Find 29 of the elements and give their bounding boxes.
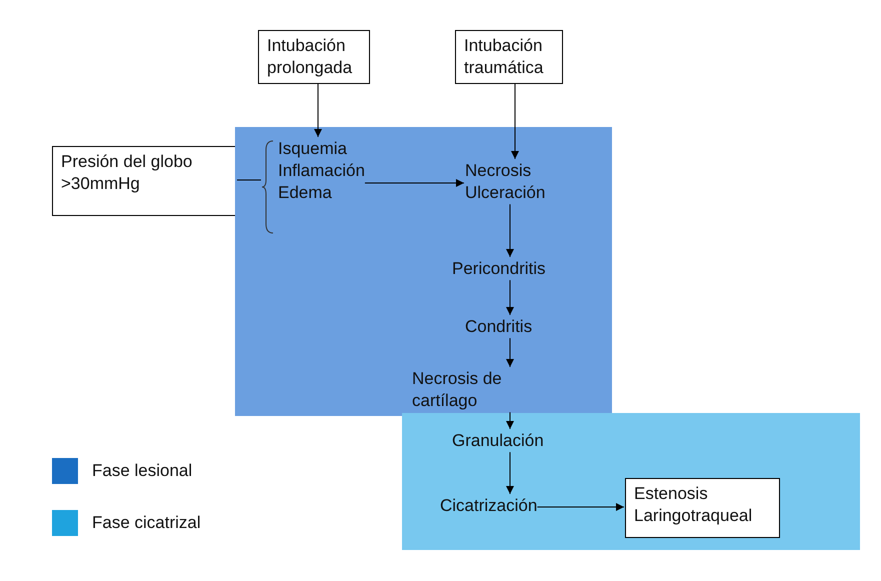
- brace-text: [262, 138, 365, 234]
- node-text: Pericondritis: [452, 258, 546, 280]
- arrow: [506, 412, 514, 430]
- node-text: Condritis: [465, 316, 532, 338]
- arrow: [506, 452, 514, 494]
- legend-text: Fase cicatrizal: [92, 512, 201, 534]
- node-text: Intubación prolongada: [267, 35, 354, 80]
- node-text: Estenosis Laringotraqueal: [634, 483, 754, 528]
- node-text: Presión del globo >30mmHg: [61, 151, 194, 196]
- arrow: [506, 338, 514, 368]
- legend-text: Fase lesional: [92, 460, 192, 482]
- cause-box: [258, 30, 370, 84]
- arrow: [536, 503, 624, 511]
- phase-region: [402, 413, 860, 550]
- node-text: Granulación: [452, 430, 544, 452]
- arrow: [314, 84, 322, 138]
- arrow: [364, 179, 464, 187]
- node-text: Necrosis de cartílago: [412, 368, 503, 412]
- outcome-box: [625, 478, 780, 538]
- phase-region: [235, 127, 612, 416]
- node-text: Intubación traumática: [464, 35, 544, 80]
- node-text: Isquemia Inflamación Edema: [278, 138, 365, 204]
- cause-box: [52, 146, 237, 216]
- arrow: [506, 280, 514, 316]
- cause-box: [455, 30, 563, 84]
- arrow: [506, 204, 514, 258]
- node-text: Necrosis Ulceración: [465, 160, 546, 204]
- arrow: [511, 84, 519, 160]
- node-text: Cicatrización: [440, 495, 538, 517]
